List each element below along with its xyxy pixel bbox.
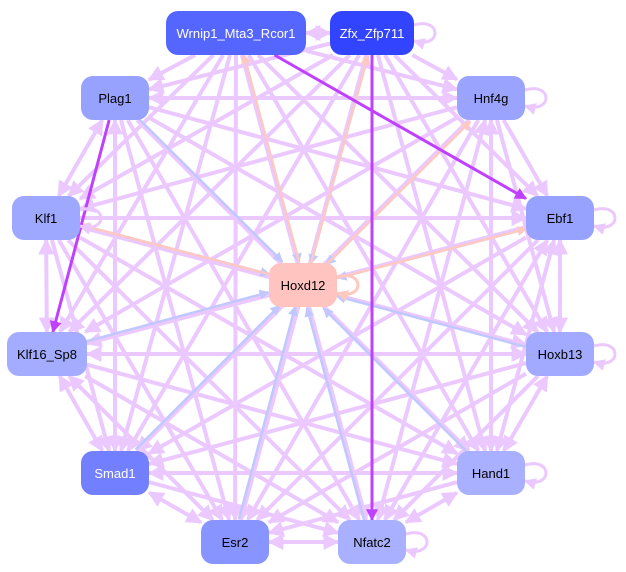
node-label: Hnf4g	[474, 91, 509, 106]
edge-hoxd12-wrnip1	[241, 53, 301, 263]
edge-hoxd12-hnf4g	[325, 120, 472, 266]
edge-hand1-nfatc2	[404, 490, 459, 525]
node-klf1[interactable]: Klf1	[12, 196, 80, 240]
edge-klf16-hoxd12	[86, 289, 270, 343]
node-nfatc2[interactable]: Nfatc2	[338, 520, 406, 564]
edge-hoxd12-ebf1	[337, 226, 528, 280]
node-hand1[interactable]: Hand1	[457, 451, 525, 495]
edge-zfx-hnf4g	[411, 53, 459, 82]
node-label: Wrnip1_Mta3_Rcor1	[177, 26, 296, 41]
node-zfx[interactable]: Zfx_Zfp711	[330, 11, 414, 55]
node-label: Hand1	[472, 466, 510, 481]
node-box[interactable]	[457, 451, 525, 495]
node-box[interactable]	[166, 11, 306, 55]
node-hoxb13[interactable]: Hoxb13	[526, 332, 594, 376]
edge-esr2-hoxd12	[237, 305, 298, 520]
node-label: Smad1	[94, 466, 135, 481]
edge-smad1-hoxd12	[134, 304, 281, 451]
node-label: Klf1	[35, 211, 57, 226]
edge-hoxb13-hoxd12	[335, 293, 526, 349]
node-box[interactable]	[81, 451, 149, 495]
edge-wrnip1-esr2	[227, 54, 244, 522]
edge-plag1-hoxd12	[137, 117, 284, 263]
edge-hnf4g-ebf1	[501, 119, 550, 198]
node-box[interactable]	[338, 520, 406, 564]
self-loop-hand1	[523, 462, 548, 490]
self-loop-zfx	[412, 22, 437, 50]
edge-plag1-klf1	[56, 118, 105, 198]
node-box[interactable]	[330, 11, 414, 55]
node-box[interactable]	[526, 196, 594, 240]
edge-nfatc2-hoxd12	[304, 306, 366, 521]
self-loop-ebf1	[592, 207, 617, 235]
node-ebf1[interactable]: Ebf1	[526, 196, 594, 240]
edge-hoxd12-zfx	[309, 54, 371, 264]
node-hnf4g[interactable]: Hnf4g	[457, 76, 525, 120]
edge-hoxb13-smad1	[147, 361, 527, 468]
node-box[interactable]	[81, 76, 149, 120]
node-label: Zfx_Zfp711	[340, 26, 405, 41]
node-label: Plag1	[98, 91, 131, 106]
node-plag1[interactable]: Plag1	[81, 76, 149, 120]
node-label: Hoxb13	[538, 347, 583, 362]
edge-hand1-esr2	[267, 480, 458, 537]
self-loop-hoxd12	[335, 274, 360, 302]
node-box[interactable]	[12, 196, 80, 240]
self-loops-layer	[78, 22, 617, 559]
edge-hoxd12-klf1	[79, 222, 270, 276]
node-label: Esr2	[222, 535, 249, 550]
edge-wrnip1-plag1	[147, 53, 196, 82]
node-label: Nfatc2	[353, 535, 391, 550]
node-label: Ebf1	[547, 211, 574, 226]
edge-plag1-hoxb13	[148, 115, 528, 337]
node-box[interactable]	[526, 332, 594, 376]
self-loop-hoxb13	[592, 343, 617, 371]
node-box[interactable]	[201, 520, 269, 564]
node-label: Klf16_Sp8	[17, 347, 77, 362]
edge-wrnip1-ebf1	[273, 53, 528, 200]
self-loop-nfatc2	[404, 531, 429, 559]
node-box[interactable]	[457, 76, 525, 120]
node-klf16[interactable]: Klf16_Sp8	[7, 332, 87, 376]
edge-zfx-smad1	[126, 53, 361, 453]
node-esr2[interactable]: Esr2	[201, 520, 269, 564]
self-loop-hnf4g	[523, 87, 548, 115]
nodes-layer: Wrnip1_Mta3_Rcor1 Zfx_Zfp711 Plag1 Hnf4g…	[7, 11, 594, 564]
node-smad1[interactable]: Smad1	[81, 451, 149, 495]
self-loop-klf1	[78, 207, 103, 235]
edge-smad1-esr2	[147, 490, 203, 525]
edge-hoxb13-hand1	[502, 374, 549, 453]
edge-hoxb13-esr2	[267, 371, 528, 525]
node-box[interactable]	[7, 332, 87, 376]
node-wrnip1[interactable]: Wrnip1_Mta3_Rcor1	[166, 11, 306, 55]
edge-hand1-hoxd12	[322, 307, 469, 454]
node-label: Hoxd12	[281, 278, 326, 293]
node-box[interactable]	[269, 263, 337, 307]
edge-klf1-klf16	[38, 238, 55, 334]
node-hoxd12[interactable]: Hoxd12	[269, 263, 337, 307]
